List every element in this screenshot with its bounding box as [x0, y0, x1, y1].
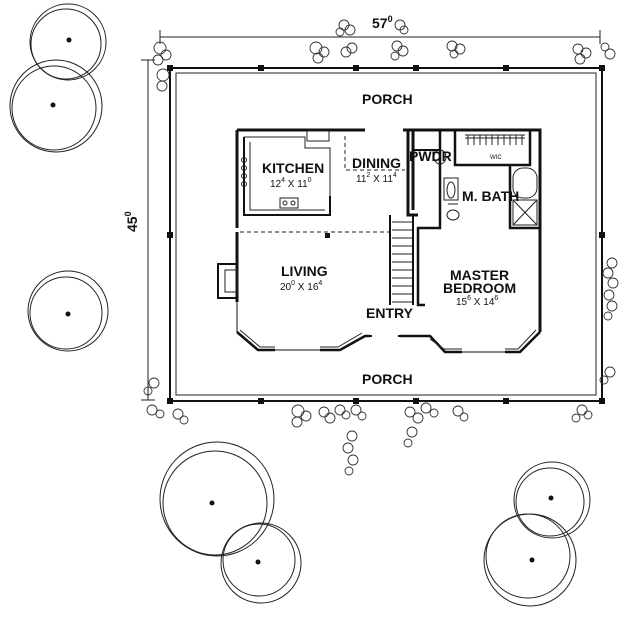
- pwdr-label: PWDR: [409, 148, 452, 164]
- depth-sup: 0: [123, 211, 133, 216]
- tree-upper-left: [9, 59, 103, 153]
- overall-depth-dimension: 450: [123, 59, 155, 401]
- depth-value: 45: [124, 216, 140, 232]
- porch-top-label: PORCH: [362, 91, 413, 107]
- tree-mid-left: [27, 270, 109, 352]
- width-value: 57: [372, 15, 388, 31]
- wic-label: WIC: [490, 155, 502, 161]
- shrubs: [143, 19, 619, 476]
- living-dimensions: 200 X 164: [280, 280, 322, 293]
- overall-width-dimension: 570: [159, 14, 601, 44]
- master-dimensions: 156 X 146: [456, 295, 498, 308]
- tree-bottom-right-lower: [483, 513, 577, 607]
- master-label: MASTER: [450, 267, 509, 283]
- width-sup: 0: [388, 14, 393, 24]
- interior-walls: [217, 130, 540, 307]
- tree-bottom-center: [220, 522, 302, 604]
- dining-dimensions: 112 X 114: [356, 172, 397, 185]
- mbath-label: M. BATH: [462, 188, 519, 204]
- tree-bottom-right-upper: [513, 461, 591, 539]
- tree-top-left: [29, 3, 107, 81]
- bedroom-label: BEDROOM: [443, 280, 516, 296]
- svg-text:570: 570: [372, 14, 393, 31]
- porch-bottom-label: PORCH: [362, 371, 413, 387]
- porch-outline: [167, 65, 605, 404]
- living-label: LIVING: [281, 263, 328, 279]
- dining-label: DINING: [352, 155, 401, 171]
- kitchen-dimensions: 124 X 110: [270, 177, 312, 190]
- tree-bottom-left: [159, 441, 275, 557]
- room-labels: PORCH PORCH KITCHEN 124 X 110 DINING 112…: [262, 91, 519, 387]
- kitchen-label: KITCHEN: [262, 160, 324, 176]
- house-walls: [235, 128, 542, 354]
- svg-text:450: 450: [123, 211, 140, 232]
- entry-label: ENTRY: [366, 305, 414, 321]
